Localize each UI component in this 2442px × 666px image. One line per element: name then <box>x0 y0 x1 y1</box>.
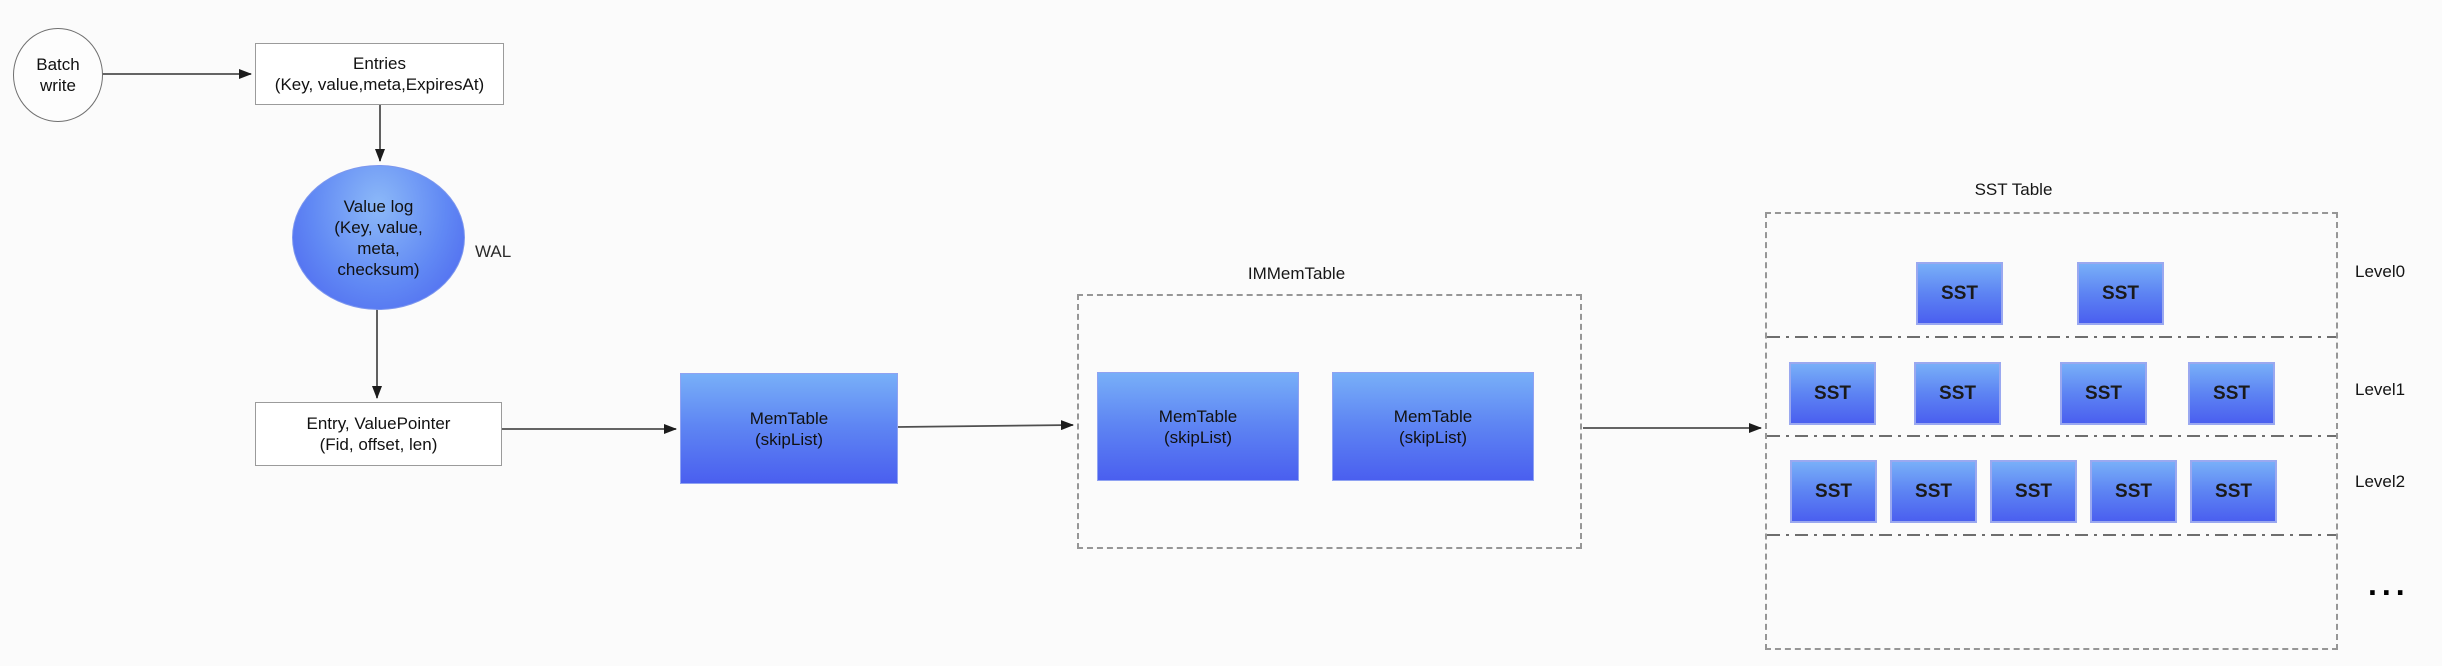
batch-write-label: Batch write <box>36 55 80 95</box>
sst-file-node: SST <box>1990 460 2077 523</box>
immemtable-memtable-label: MemTable (skipList) <box>1158 406 1238 447</box>
level1-level2-divider <box>1767 435 2336 437</box>
sst-file-node: SST <box>1914 362 2001 425</box>
sst-table-title: SST Table <box>1974 180 2053 199</box>
entries-label: Entries (Key, value,meta,ExpiresAt) <box>274 54 485 94</box>
sst-file-node: SST <box>2077 262 2164 325</box>
level-label-level1: Level1 <box>2355 380 2406 399</box>
value-log-label: Value log (Key, value, meta, checksum) <box>334 196 423 279</box>
entry-valuepointer-label: Entry, ValuePointer (Fid, offset, len) <box>306 414 451 454</box>
immemtable-group: MemTable (skipList) MemTable (skipList) <box>1077 294 1582 549</box>
memtable-node: MemTable (skipList) <box>680 373 898 484</box>
sst-file-node: SST <box>2090 460 2177 523</box>
wal-annotation: WAL <box>475 242 512 261</box>
arrow-memtable-to-immemtable <box>896 420 1074 431</box>
level2-bottom-divider <box>1767 534 2336 536</box>
sst-file-node: SST <box>1789 362 1876 425</box>
sst-file-node: SST <box>1790 460 1877 523</box>
value-log-node: Value log (Key, value, meta, checksum) <box>292 165 465 310</box>
level-label-level2: Level2 <box>2355 472 2406 491</box>
sst-file-node: SST <box>2190 460 2277 523</box>
level-label-level0: Level0 <box>2355 262 2406 281</box>
memtable-label: MemTable (skipList) <box>749 408 829 449</box>
immemtable-memtable-label: MemTable (skipList) <box>1393 406 1473 447</box>
sst-file-node: SST <box>1916 262 2003 325</box>
immemtable-title: IMMemTable <box>1247 264 1346 283</box>
batch-write-node: Batch write <box>13 28 103 122</box>
entries-node: Entries (Key, value,meta,ExpiresAt) <box>255 43 504 105</box>
more-levels-indicator: ... <box>2368 566 2410 602</box>
sst-file-node: SST <box>2060 362 2147 425</box>
immemtable-memtable-node: MemTable (skipList) <box>1332 372 1534 481</box>
entry-valuepointer-node: Entry, ValuePointer (Fid, offset, len) <box>255 402 502 466</box>
immemtable-memtable-node: MemTable (skipList) <box>1097 372 1299 481</box>
sst-file-node: SST <box>1890 460 1977 523</box>
sst-file-node: SST <box>2188 362 2275 425</box>
level0-level1-divider <box>1767 336 2336 338</box>
